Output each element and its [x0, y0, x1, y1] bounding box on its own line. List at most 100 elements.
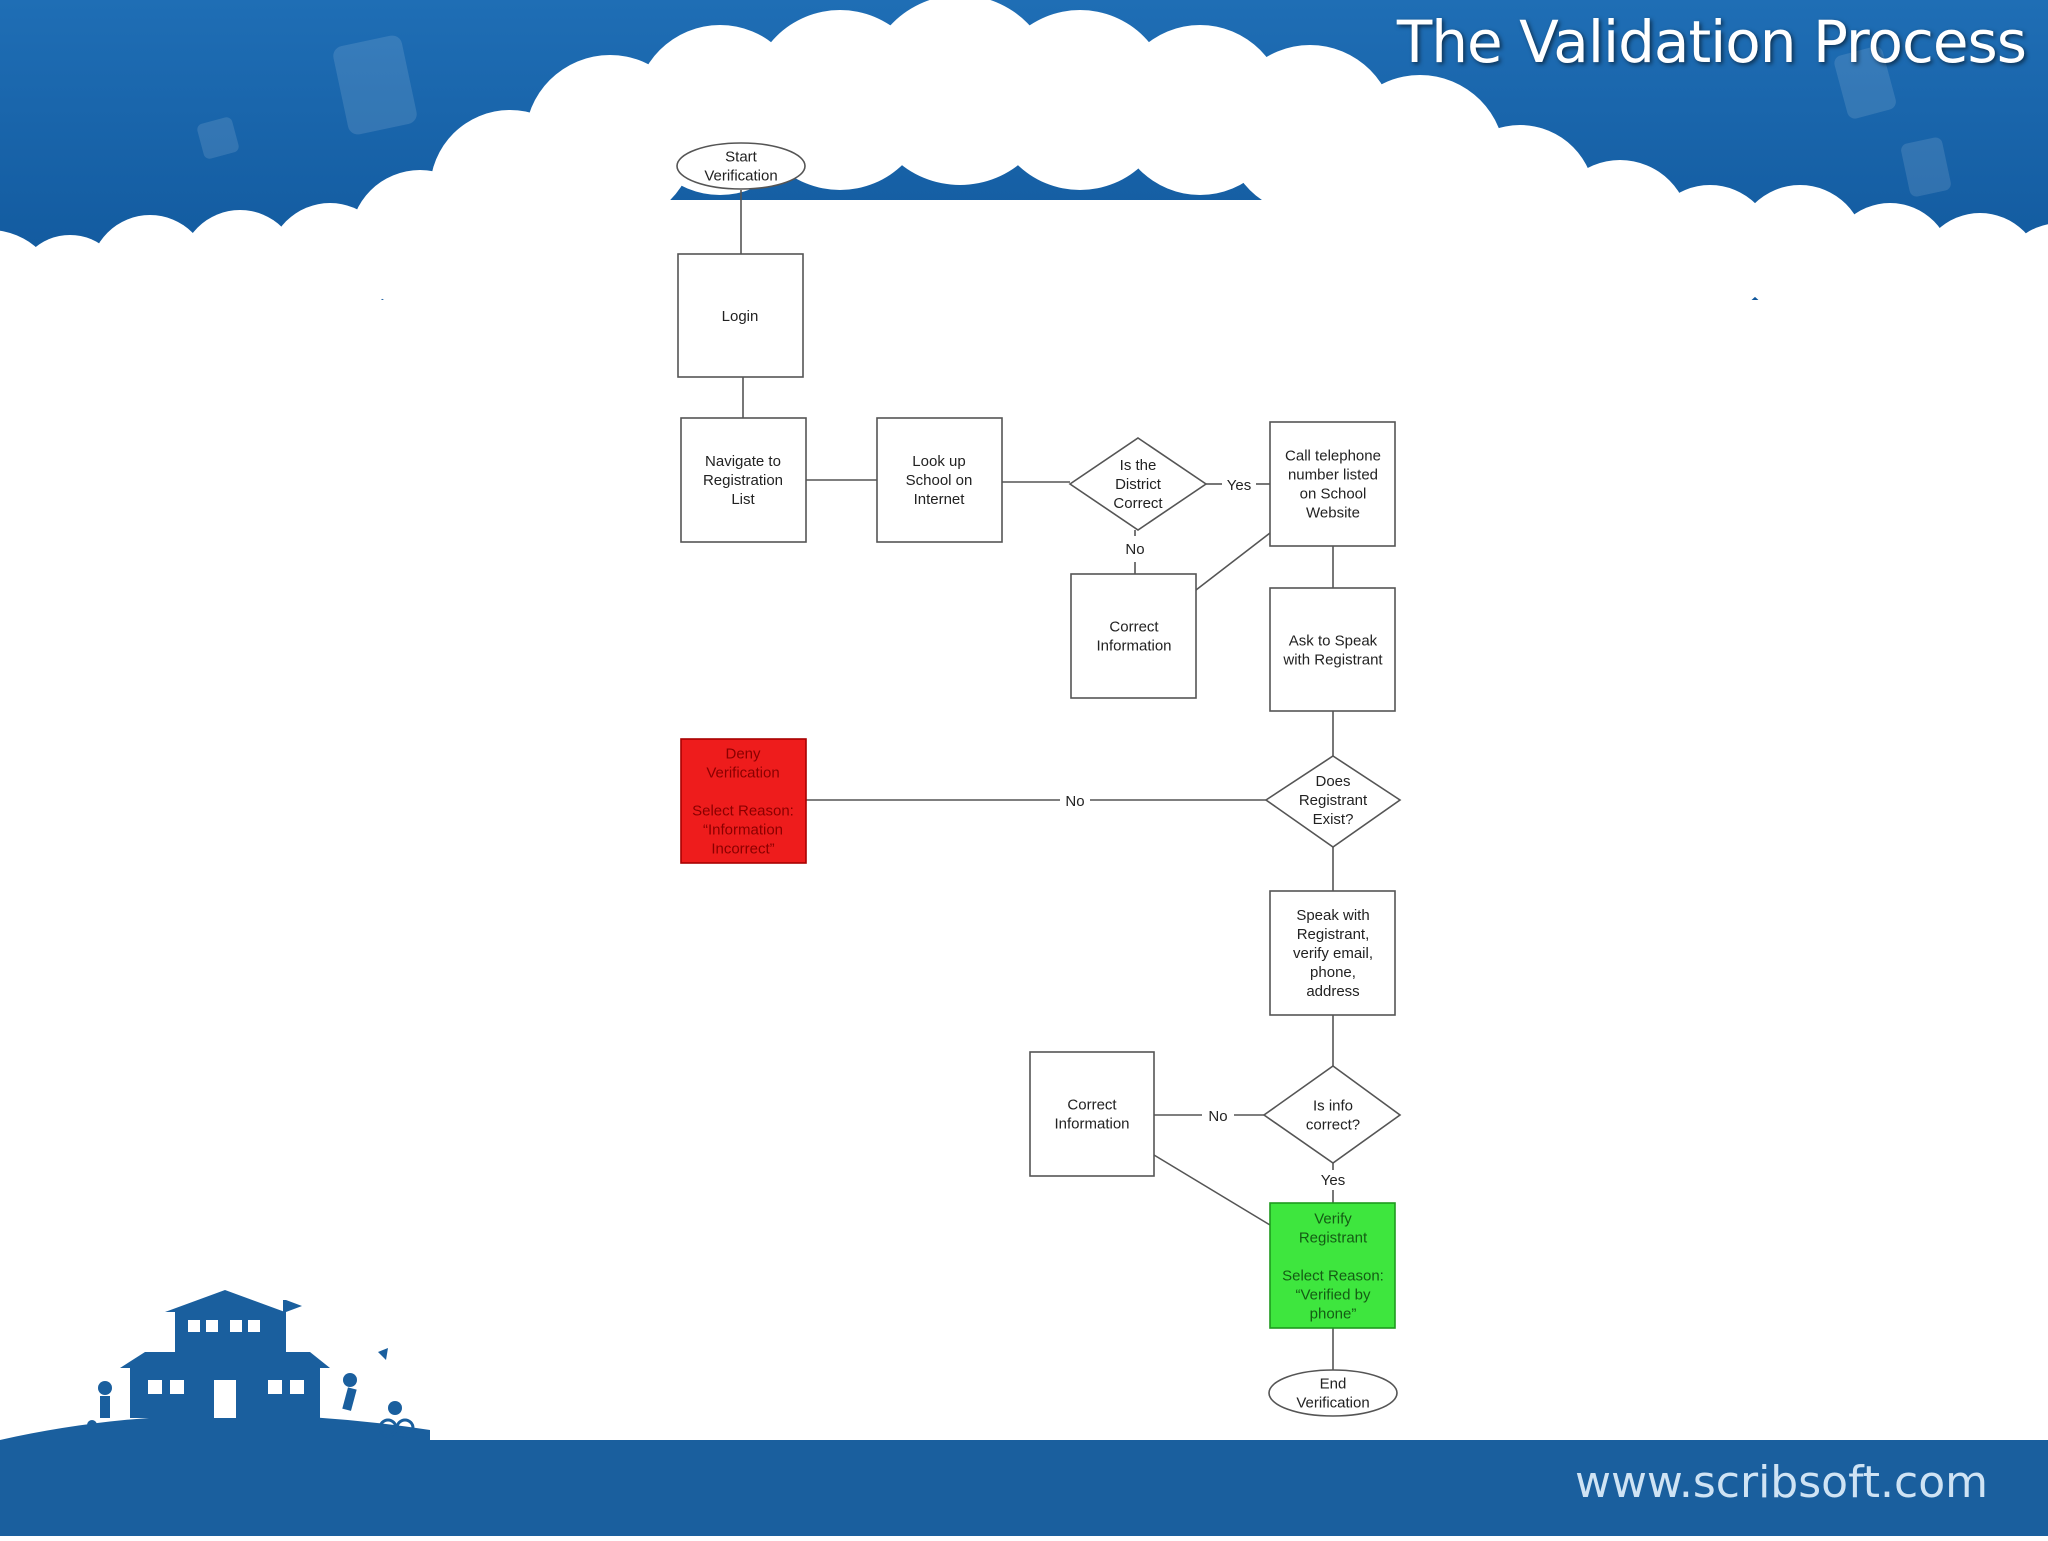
start-ellipse [676, 142, 806, 190]
connectors [740, 190, 1334, 1370]
navigate-label-line: Navigate to [705, 453, 781, 470]
speak-label-line: Speak with [1296, 907, 1369, 924]
ask-label: Ask to Speak with Registrant [1282, 633, 1383, 669]
call-label-line: on School [1300, 486, 1367, 503]
lookup-box [876, 417, 1003, 543]
ask-label-line: Ask to Speak [1289, 633, 1378, 650]
info-label-line: correct? [1306, 1117, 1360, 1134]
correct1-label-line: Information [1096, 638, 1171, 655]
login-label: Login [722, 308, 759, 325]
cloud-edge [0, 0, 2048, 370]
verify-label-line: phone” [1310, 1306, 1357, 1323]
district-label-line: District [1115, 476, 1162, 493]
info-yes-label: Yes [1321, 1172, 1345, 1189]
info-label-line: Is info [1313, 1098, 1353, 1115]
ask-box [1269, 587, 1396, 712]
correct2-label-line: Information [1054, 1116, 1129, 1133]
info-diamond [1262, 1065, 1402, 1164]
district-label-line: Correct [1113, 495, 1163, 512]
verify-label-line: Select Reason: [1282, 1268, 1384, 1285]
district-yes-label: Yes [1227, 477, 1251, 494]
info-node: Is info correct? [1262, 1065, 1402, 1164]
lookup-label-line: Look up [912, 453, 965, 470]
speak-label-line: Registrant, [1297, 926, 1370, 943]
verify-label-line: “Verified by [1295, 1287, 1371, 1304]
verify-box [1269, 1202, 1396, 1329]
start-label-line: Verification [704, 168, 777, 185]
correct1-box [1070, 573, 1197, 699]
info-no-label: No [1208, 1108, 1227, 1125]
start-label-line: Start [725, 149, 758, 166]
info-label: Is info correct? [1306, 1098, 1360, 1134]
navigate-box [680, 417, 807, 543]
deny-label-line: Deny [725, 746, 761, 763]
ground-hill [0, 1414, 430, 1440]
end-ellipse [1268, 1369, 1398, 1417]
call-label-line: number listed [1288, 467, 1378, 484]
footer-band [0, 1440, 2048, 1536]
call-label-line: Call telephone [1285, 448, 1381, 465]
navigate-label-line: Registration [703, 472, 783, 489]
speak-label-line: phone, [1310, 964, 1356, 981]
edge-correct1-call [1195, 532, 1271, 591]
exist-no-label: No [1065, 793, 1084, 810]
slide-title: The Validation Process [1396, 8, 2027, 76]
faint-document-icons [197, 35, 1951, 197]
school-windows [148, 1320, 304, 1418]
deny-label-line: Incorrect” [711, 841, 774, 858]
correct1-label-line: Correct [1109, 619, 1159, 636]
deny-label-line: Verification [706, 765, 779, 782]
deny-label-line: Select Reason: [692, 803, 794, 820]
login-box [677, 253, 804, 378]
district-diamond [1068, 437, 1208, 531]
ask-label-line: with Registrant [1282, 652, 1383, 669]
lookup-label-line: Internet [914, 491, 966, 508]
exist-label-line: Exist? [1313, 811, 1354, 828]
district-label-line: Is the [1120, 457, 1157, 474]
login-label-line: Login [722, 308, 759, 325]
district-no-label: No [1125, 541, 1144, 558]
edge-labels: Yes No No No Yes [1065, 477, 1345, 1189]
speak-label-line: address [1306, 983, 1359, 1000]
footer-url: www.scribsoft.com [1574, 1457, 1988, 1508]
speak-box [1269, 890, 1396, 1016]
exist-label-line: Does [1315, 773, 1350, 790]
call-label-line: Website [1306, 505, 1360, 522]
correct2-box [1029, 1051, 1155, 1177]
navigate-label-line: List [731, 491, 755, 508]
end-label-line: Verification [1296, 1395, 1369, 1412]
verify-label-line: Verify [1314, 1211, 1352, 1228]
deny-label-line: “Information [703, 822, 783, 839]
exist-label-line: Registrant [1299, 792, 1368, 809]
ask-node: Ask to Speak with Registrant [1269, 587, 1396, 712]
deny-box [680, 738, 807, 864]
speak-label-line: verify email, [1293, 945, 1373, 962]
edge-correct2-verify [1153, 1154, 1271, 1226]
correct2-label-line: Correct [1067, 1097, 1117, 1114]
